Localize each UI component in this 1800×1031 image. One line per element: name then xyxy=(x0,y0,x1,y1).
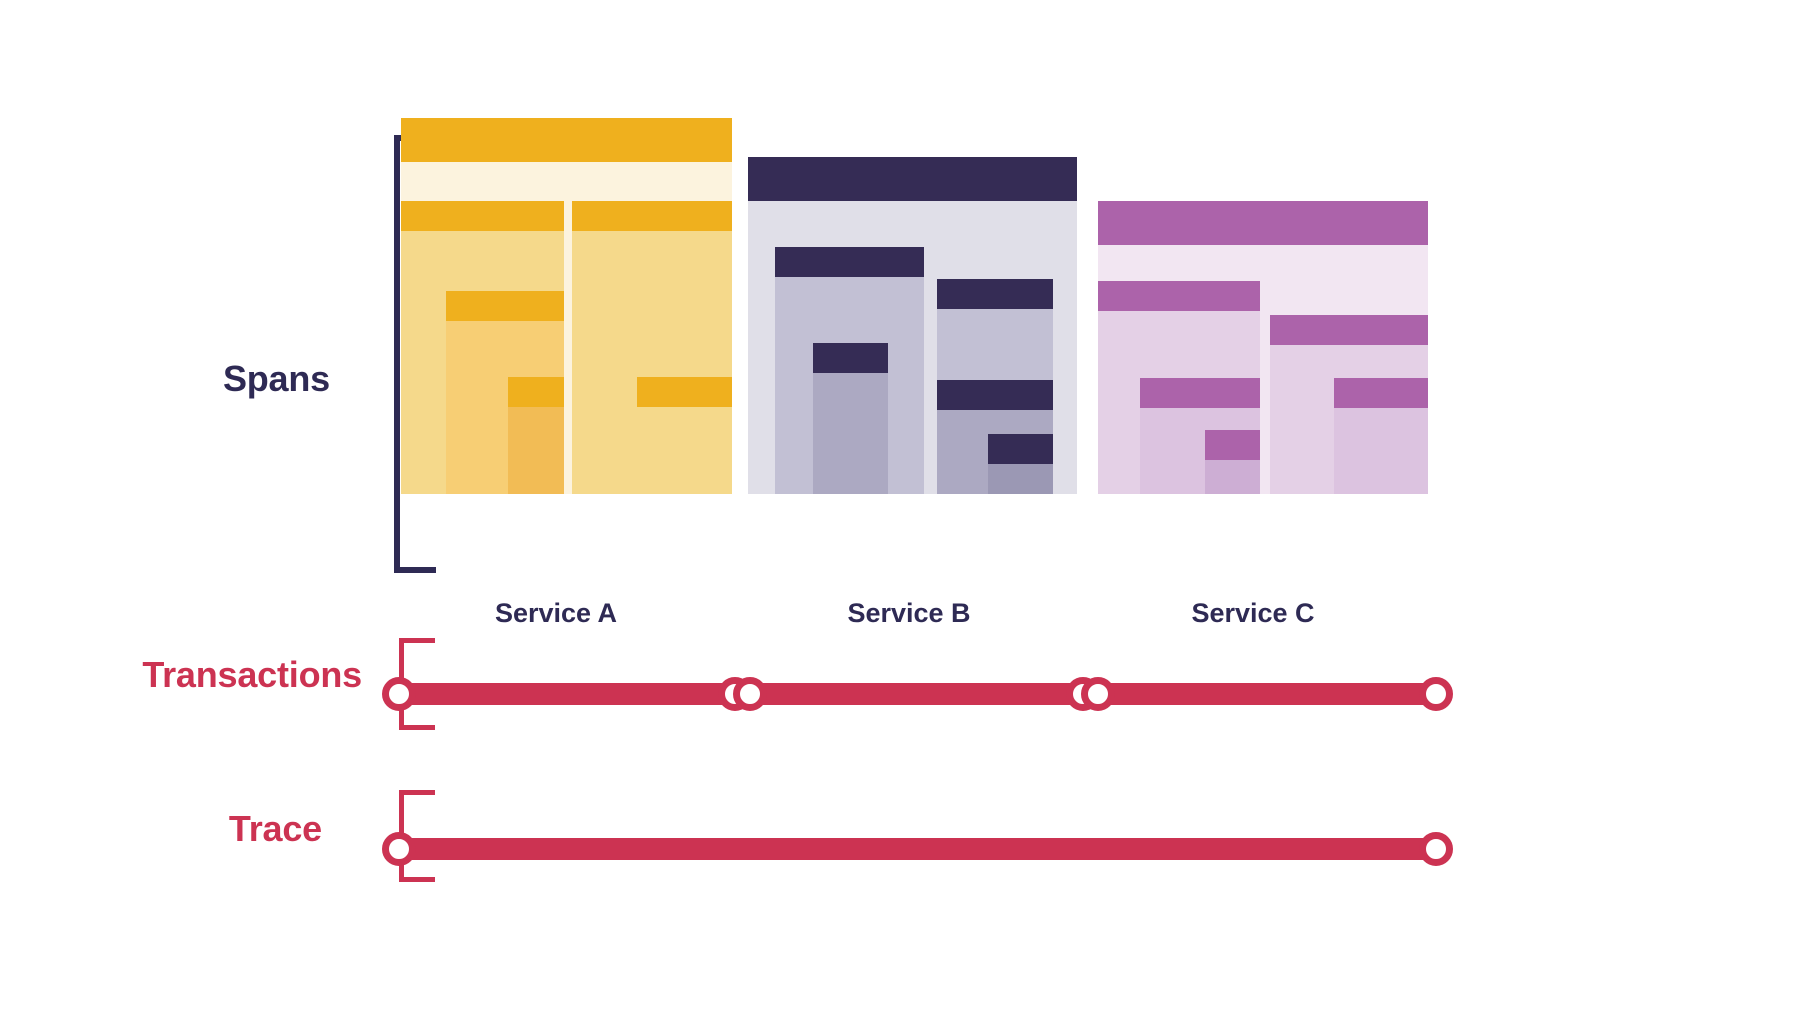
span-bar-a-gchild2-band[interactable] xyxy=(508,377,564,407)
trace-node-1-end[interactable] xyxy=(1419,832,1453,866)
span-bar-c-child1-band[interactable] xyxy=(1098,281,1260,311)
transaction-node-3-start[interactable] xyxy=(1081,677,1115,711)
span-group-service-a xyxy=(401,118,732,494)
span-bar-a-child1-band[interactable] xyxy=(401,201,564,231)
transaction-line-1[interactable] xyxy=(399,683,735,705)
span-group-service-b xyxy=(748,157,1077,494)
span-bar-c-gchild1-band[interactable] xyxy=(1140,378,1260,408)
span-bar-b-gchild2-band[interactable] xyxy=(937,380,1053,410)
span-bar-b-gchild1-band[interactable] xyxy=(813,343,888,373)
span-bar-b-child1-band[interactable] xyxy=(775,247,924,277)
span-bar-b-root-band[interactable] xyxy=(748,157,1077,201)
span-bar-c-gchild2-band[interactable] xyxy=(1334,378,1428,408)
span-bar-b-gchild1-body[interactable] xyxy=(813,373,888,494)
trace-node-1-start[interactable] xyxy=(382,832,416,866)
span-bar-c-gchild2-body[interactable] xyxy=(1334,408,1428,494)
service-caption-service-c: Service C xyxy=(1191,598,1315,628)
transaction-node-2-start[interactable] xyxy=(733,677,767,711)
span-bar-a-gchild2-body[interactable] xyxy=(508,407,564,494)
trace-line-1[interactable] xyxy=(399,838,1436,860)
spans-chart xyxy=(401,118,1428,494)
transaction-line-3[interactable] xyxy=(1098,683,1436,705)
trace-row-label: Trace xyxy=(228,808,322,849)
spans-row-label: Spans xyxy=(222,358,330,399)
service-caption-service-b: Service B xyxy=(847,598,971,628)
transactions-row-label: Transactions xyxy=(142,654,362,695)
transaction-node-1-start[interactable] xyxy=(382,677,416,711)
span-group-service-c xyxy=(1098,201,1428,494)
span-bar-c-ggchild-band[interactable] xyxy=(1205,430,1260,460)
span-bar-a-child2-band[interactable] xyxy=(572,201,732,231)
transaction-line-2[interactable] xyxy=(750,683,1083,705)
span-bar-b-ggchild-body[interactable] xyxy=(988,464,1053,494)
span-bar-b-child2-band[interactable] xyxy=(937,279,1053,309)
span-bar-a-gchild3-body[interactable] xyxy=(637,407,732,494)
service-caption-service-a: Service A xyxy=(494,598,618,628)
span-bar-a-gchild3-band[interactable] xyxy=(637,377,732,407)
span-bar-c-ggchild-body[interactable] xyxy=(1205,460,1260,494)
span-bar-c-root-band[interactable] xyxy=(1098,201,1428,245)
span-bar-a-root-band[interactable] xyxy=(401,118,732,162)
span-bar-b-ggchild-band[interactable] xyxy=(988,434,1053,464)
span-bar-c-child2-band[interactable] xyxy=(1270,315,1428,345)
span-bar-a-gchild1-band[interactable] xyxy=(446,291,564,321)
transaction-node-3-end[interactable] xyxy=(1419,677,1453,711)
